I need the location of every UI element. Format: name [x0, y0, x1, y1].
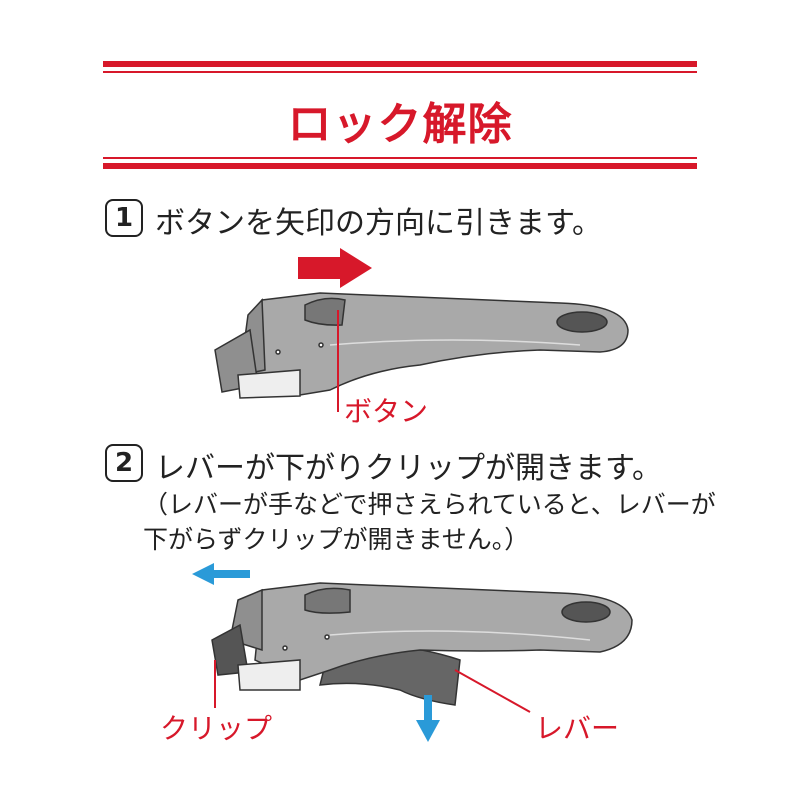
button-label: ボタン — [344, 395, 429, 428]
step-2-note-line-2: 下がらずクリップが開きません。） — [143, 525, 530, 554]
step-2-note-line-1: （レバーが手などで押さえられていると、レバーが — [143, 490, 716, 519]
lever-down-arrow-icon — [416, 695, 440, 742]
clip-label: クリップ — [160, 712, 273, 745]
lever-label: レバー — [535, 712, 620, 745]
bottom-rule-thick — [103, 163, 697, 169]
open-left-arrow-icon — [192, 563, 250, 585]
handle-illustration-locked — [214, 292, 629, 399]
step-1-text: ボタンを矢印の方向に引きます。 — [155, 206, 602, 241]
lever-leader-line — [454, 669, 531, 713]
step-2-text: レバーが下がりクリップが開きます。 — [155, 451, 662, 486]
step-2-badge: 2 — [105, 444, 143, 482]
handle-illustration-unlocked — [211, 582, 633, 706]
top-rule-thin — [103, 71, 697, 73]
bottom-rule-thin — [103, 157, 697, 159]
page-title: ロック解除 — [287, 99, 513, 150]
pull-right-arrow-icon — [298, 248, 372, 288]
top-rule-thick — [103, 61, 697, 67]
step-1-badge: 1 — [105, 199, 143, 237]
